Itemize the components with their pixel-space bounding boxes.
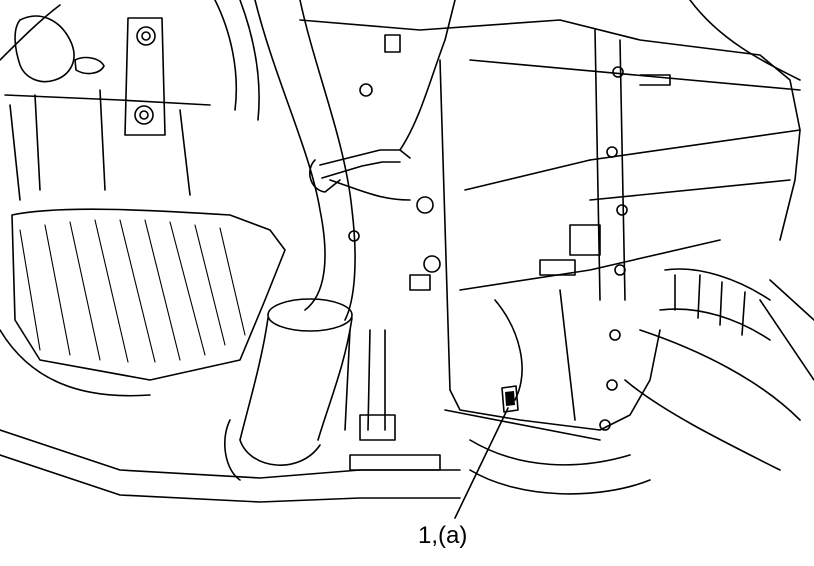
- callout-leader-line: [454, 407, 509, 519]
- case-bolts: [348, 34, 628, 431]
- drive-shaft-boot: [624, 0, 814, 471]
- mounting-bracket: [74, 17, 166, 136]
- oil-pan: [0, 208, 286, 397]
- drain-plug: [501, 385, 519, 413]
- sensor-cable: [309, 0, 456, 201]
- transmission-case: [299, 19, 801, 441]
- crossmember: [0, 329, 651, 503]
- engine-block-outline: [0, 0, 260, 201]
- callout-label: 1,(a): [418, 522, 468, 549]
